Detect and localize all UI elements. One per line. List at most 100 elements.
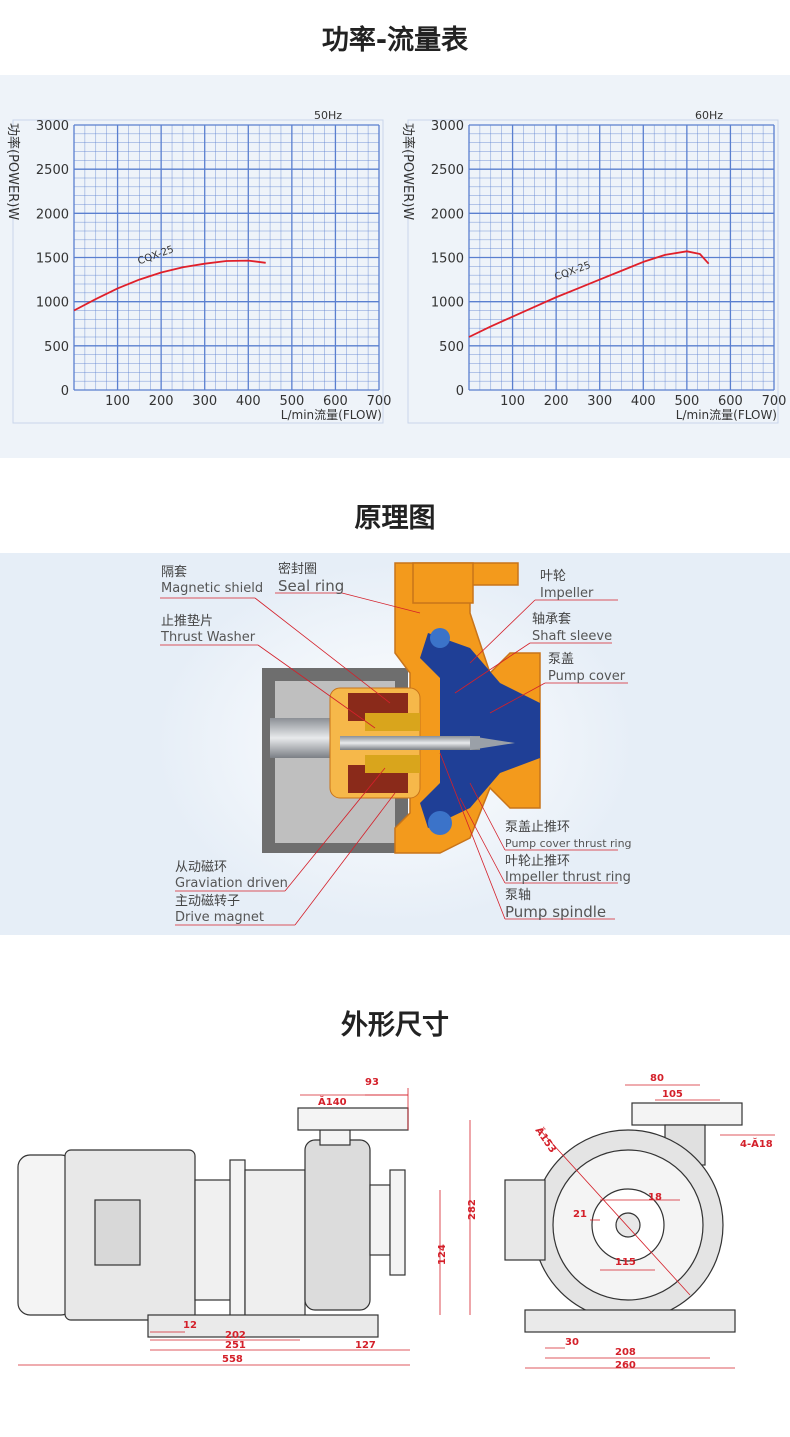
x-tick-label: 400 (236, 394, 261, 409)
series-line (73, 259, 266, 312)
spindle-tip (470, 736, 515, 750)
x-tick-label: 500 (674, 394, 699, 409)
driven-magnet-bottom (365, 755, 420, 773)
label-impeller-en: Impeller (540, 586, 594, 601)
principle-band: 隔套 Magnetic shield 止推垫片 Thrust Washer 从动… (0, 553, 790, 935)
side-dimension-lines (18, 1088, 471, 1366)
y-tick-label: 2500 (431, 163, 464, 178)
x-tick-label: 600 (323, 394, 348, 409)
dim-total-height: 282 (467, 1199, 478, 1220)
label-pump-cover-thrust-ring-en: Pump cover thrust ring (505, 837, 632, 850)
leader-lines (160, 592, 628, 926)
y-tick-label: 0 (61, 384, 69, 399)
x-tick-label: 700 (762, 394, 787, 409)
pump-cross-section-diagram: 隔套 Magnetic shield 止推垫片 Thrust Washer 从动… (155, 561, 635, 926)
dim-front-length: 127 (355, 1340, 376, 1351)
label-thrust-washer-en: Thrust Washer (160, 630, 256, 645)
label-impeller-thrust-ring-cn: 叶轮止推环 (505, 854, 570, 869)
chart-frame (12, 119, 384, 424)
x-tick-label: 600 (718, 394, 743, 409)
y-axis-label: 功率(POWER)W (5, 123, 21, 220)
y-tick-label: 1500 (36, 252, 69, 267)
chart-title: 50Hz (314, 109, 342, 122)
y-tick-label: 3000 (36, 119, 69, 134)
impeller-top-chamber (430, 628, 450, 648)
label-impeller-thrust-ring-en: Impeller thrust ring (505, 870, 631, 885)
label-pump-cover-thrust-ring-cn: 泵盖止推环 (505, 820, 570, 835)
dim-base-c: 251 (225, 1340, 246, 1351)
dim-flange-diameter: Ă140 (318, 1095, 347, 1108)
x-tick-label: 200 (544, 394, 569, 409)
series-line (468, 250, 710, 338)
dimension-section-title: 外形尺寸 (341, 1010, 449, 1041)
label-impeller-cn: 叶轮 (540, 569, 566, 584)
y-tick-label: 2000 (36, 207, 69, 222)
front-dimension-lines (525, 1084, 775, 1369)
driven-magnet-top (365, 713, 420, 731)
y-tick-label: 1000 (36, 296, 69, 311)
chart-frame (407, 119, 779, 424)
dim-inner-a: 18 (648, 1192, 662, 1203)
dim-front-base-a: 30 (565, 1337, 579, 1348)
dim-front-top-a: 80 (650, 1073, 664, 1084)
x-tick-label: 300 (587, 394, 612, 409)
principle-section-title: 原理图 (354, 503, 436, 534)
y-tick-label: 1500 (431, 252, 464, 267)
dim-base-a: 12 (183, 1320, 197, 1331)
label-graviation-driven-en: Graviation driven (175, 876, 288, 891)
dim-circle-diameter: Ă153 (533, 1124, 560, 1155)
dim-front-base-c: 260 (615, 1360, 636, 1371)
series-label: CQX-25 (553, 260, 592, 283)
label-shaft-sleeve-en: Shaft sleeve (532, 629, 612, 644)
x-tick-label: 700 (367, 394, 392, 409)
series-label: CQX-25 (136, 244, 175, 267)
y-tick-label: 2500 (36, 163, 69, 178)
dim-overall-length: 558 (222, 1354, 243, 1365)
power-flow-chart-60hz: 0 500 1000 1500 2000 2500 3000 100 200 300 400 500 6… (400, 109, 787, 424)
label-seal-ring-en: Seal ring (278, 577, 344, 595)
label-pump-spindle-en: Pump spindle (505, 903, 606, 921)
x-tick-label: 100 (500, 394, 525, 409)
motor-shaft (270, 718, 340, 758)
label-pump-cover-cn: 泵盖 (548, 652, 574, 667)
y-tick-label: 500 (439, 340, 464, 355)
label-magnetic-shield-cn: 隔套 (161, 564, 187, 580)
label-graviation-driven-cn: 从动磁环 (175, 860, 227, 875)
side-view (17, 1107, 409, 1338)
label-shaft-sleeve-cn: 轴承套 (532, 611, 571, 627)
x-tick-label: 300 (192, 394, 217, 409)
label-pump-spindle-cn: 泵轴 (505, 888, 531, 903)
y-tick-label: 1000 (431, 296, 464, 311)
outlet-flange (412, 562, 474, 604)
x-tick-label: 200 (149, 394, 174, 409)
label-seal-ring-cn: 密封圈 (278, 561, 317, 577)
dim-holes: 4-Ă18 (740, 1137, 773, 1150)
y-tick-label: 0 (456, 384, 464, 399)
label-thrust-washer-cn: 止推垫片 (161, 613, 213, 629)
y-tick-label: 3000 (431, 119, 464, 134)
y-tick-label: 500 (44, 340, 69, 355)
dim-front-top-b: 105 (662, 1089, 683, 1100)
chart-title: 60Hz (695, 109, 723, 122)
dim-top-offset: 93 (365, 1077, 379, 1088)
pump-spindle (340, 736, 480, 750)
dim-base-b: 202 (225, 1330, 246, 1341)
x-axis-label: L/min流量(FLOW) (676, 408, 777, 422)
y-axis-label: 功率(POWER)W (400, 123, 416, 220)
front-view (504, 1102, 743, 1333)
y-tick-label: 2000 (431, 207, 464, 222)
chart-section-title: 功率-流量表 (321, 25, 469, 56)
label-drive-magnet-cn: 主动磁转子 (175, 894, 240, 909)
x-tick-label: 400 (631, 394, 656, 409)
label-magnetic-shield-en: Magnetic shield (161, 581, 263, 596)
dim-axis-height: 124 (437, 1244, 448, 1265)
label-drive-magnet-en: Drive magnet (175, 910, 264, 925)
x-tick-label: 500 (279, 394, 304, 409)
dim-front-base-b: 208 (615, 1347, 636, 1358)
impeller-bottom-chamber (428, 811, 452, 835)
x-tick-label: 100 (105, 394, 130, 409)
x-axis-label: L/min流量(FLOW) (281, 408, 382, 422)
power-flow-chart-50hz: 0 500 1000 1500 2000 2500 3000 100 200 300 400 500 6… (5, 109, 392, 424)
dimension-drawing: Ă140 93 282 124 12 202 251 127 558 80 10… (17, 1073, 775, 1371)
